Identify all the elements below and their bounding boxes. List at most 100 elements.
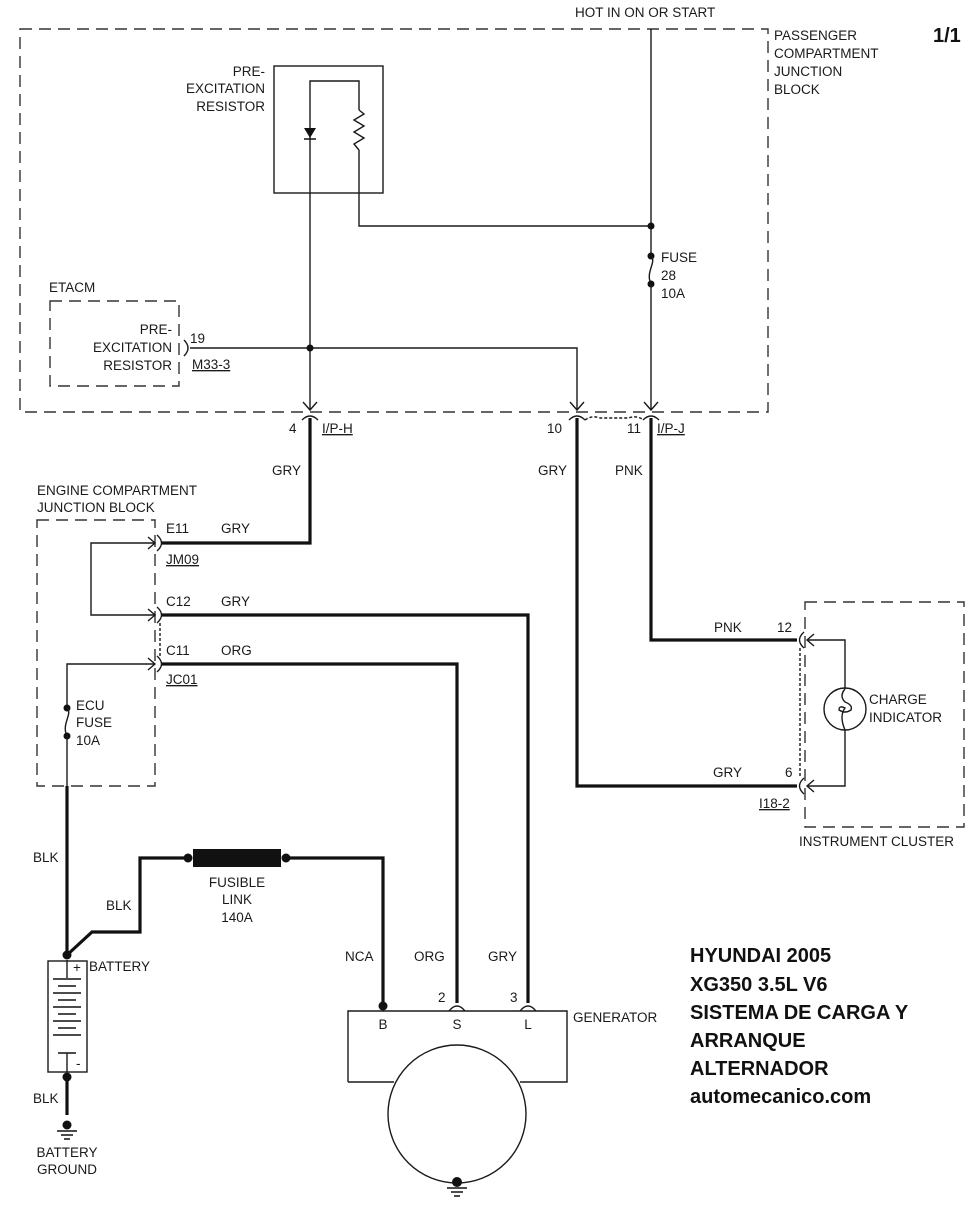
ejb-outline <box>36 519 156 787</box>
wire-label: PNK <box>714 620 742 635</box>
wire-label: GRY <box>221 521 250 536</box>
wire-gry-gen-l <box>162 613 530 1003</box>
cluster-connector: I18-2 <box>759 796 790 811</box>
pjb-label-4: BLOCK <box>774 82 820 97</box>
wire-gry-cluster <box>575 418 797 788</box>
connector-icon <box>156 606 163 624</box>
wire-blk-fusible <box>65 856 188 957</box>
arrow-icon <box>147 536 157 550</box>
fuse28-label-2: 28 <box>661 268 676 283</box>
wire-label: ORG <box>221 643 252 658</box>
ipj-pin-a: 10 <box>547 421 562 436</box>
cluster-pin-top: 12 <box>777 620 792 635</box>
ejb-label-1: ENGINE COMPARTMENT <box>37 483 197 498</box>
resistor-label-2: EXCITATION <box>186 81 265 96</box>
battery-plus: + <box>73 960 81 975</box>
fuse28-label-3: 10A <box>661 286 685 301</box>
gen-terminal-l: L <box>524 1017 532 1032</box>
title-line-3: SISTEMA DE CARGA Y <box>690 1002 909 1024</box>
connector-icon <box>798 631 805 649</box>
diode-icon <box>304 128 316 138</box>
engine-junction-block: ENGINE COMPARTMENT JUNCTION BLOCK E11 GR… <box>36 483 252 787</box>
title-line-2: XG350 3.5L V6 <box>690 974 828 996</box>
wire-label: GRY <box>713 765 742 780</box>
gen-terminal-s: S <box>452 1017 461 1032</box>
cluster-outline <box>804 601 965 828</box>
resistor-label-1: PRE- <box>233 64 265 79</box>
fusible-label-1: FUSIBLE <box>209 875 265 890</box>
wire-gry-iph <box>162 418 312 545</box>
connector-icon <box>183 339 189 357</box>
title-line-1: HYUNDAI 2005 <box>690 945 831 967</box>
etacm-comp-2: EXCITATION <box>93 340 172 355</box>
power-source-label: HOT IN ON OR START <box>575 5 715 20</box>
generator-box <box>347 1010 568 1083</box>
connector-icon <box>301 415 319 421</box>
ejb-pin: E11 <box>166 521 189 536</box>
arrow-icon <box>569 401 585 412</box>
wire-label: BLK <box>106 898 132 913</box>
splice-dot <box>647 222 655 230</box>
arrow-icon <box>805 779 815 793</box>
generator: ORG GRY 2 3 GENERATOR B S L <box>347 949 658 1197</box>
title-block: HYUNDAI 2005 XG350 3.5L V6 SISTEMA DE CA… <box>690 945 909 1108</box>
pjb-label-3: JUNCTION <box>774 64 842 79</box>
wire-label: GRY <box>538 463 567 478</box>
resistor-feed-wire <box>358 150 651 227</box>
instrument-cluster: INSTRUMENT CLUSTER CHARGE INDICATOR 12 6… <box>759 601 965 849</box>
passenger-junction-block-outline <box>19 28 769 413</box>
connector-icon <box>642 415 660 421</box>
gen-terminal-b: B <box>378 1017 387 1032</box>
arrow-icon <box>643 401 659 412</box>
connector-icon <box>568 415 586 421</box>
pjb-label-1: PASSENGER <box>774 28 857 43</box>
arrow-icon <box>147 608 157 622</box>
indicator-label-2: INDICATOR <box>869 710 942 725</box>
iph-pin: 4 <box>289 421 297 436</box>
fuse28-label-1: FUSE <box>661 250 697 265</box>
ejb-internal-loop <box>90 542 155 616</box>
arrow-icon <box>147 657 157 671</box>
ejb-pin: C12 <box>166 594 191 609</box>
splice-dot <box>306 344 314 352</box>
ecu-fuse-label-1: ECU <box>76 698 105 713</box>
wire-label: GRY <box>488 949 517 964</box>
wire-label: BLK <box>33 850 59 865</box>
ejb-connector: JC01 <box>166 672 198 687</box>
etacm-outline <box>49 300 180 387</box>
wire-label: GRY <box>221 594 250 609</box>
indicator-label-1: CHARGE <box>869 692 927 707</box>
wire-label: PNK <box>615 463 643 478</box>
resistor-label-3: RESISTOR <box>196 99 265 114</box>
fusible-label-3: 140A <box>221 910 253 925</box>
ejb-fuse-wire <box>66 663 155 706</box>
page-number: 1/1 <box>933 25 961 47</box>
wire-pnk-cluster <box>649 418 797 642</box>
fuse-icon <box>648 255 654 285</box>
etacm-comp-3: RESISTOR <box>103 358 172 373</box>
title-website: automecanico.com <box>690 1086 871 1108</box>
ipj-connector: I/P-J <box>657 421 685 436</box>
resistor-icon <box>352 109 366 151</box>
fusible-label-2: LINK <box>222 892 252 907</box>
arrow-icon <box>805 633 815 647</box>
connector-icon <box>156 534 163 552</box>
pre-excitation-resistor: PRE- EXCITATION RESISTOR <box>186 64 651 410</box>
fusible-link: FUSIBLE LINK 140A <box>183 849 291 925</box>
cluster-pin-bottom: 6 <box>785 765 793 780</box>
fusible-link-icon <box>193 849 281 867</box>
iph-connector: I/P-H <box>322 421 353 436</box>
filament-icon <box>838 688 853 731</box>
resistor-box <box>273 65 384 194</box>
generator-label: GENERATOR <box>573 1010 658 1025</box>
ipj-pin-b: 11 <box>627 421 641 436</box>
ejb-label-2: JUNCTION BLOCK <box>37 500 155 515</box>
wire-nca-gen-b <box>286 856 385 1006</box>
ecu-fuse: ECU FUSE 10A <box>63 698 112 748</box>
battery: + - BATTERY <box>47 950 150 1082</box>
cluster-label: INSTRUMENT CLUSTER <box>799 834 954 849</box>
title-line-5: ALTERNADOR <box>690 1058 829 1080</box>
connector-icon <box>156 655 163 673</box>
wire-label: ORG <box>414 949 445 964</box>
